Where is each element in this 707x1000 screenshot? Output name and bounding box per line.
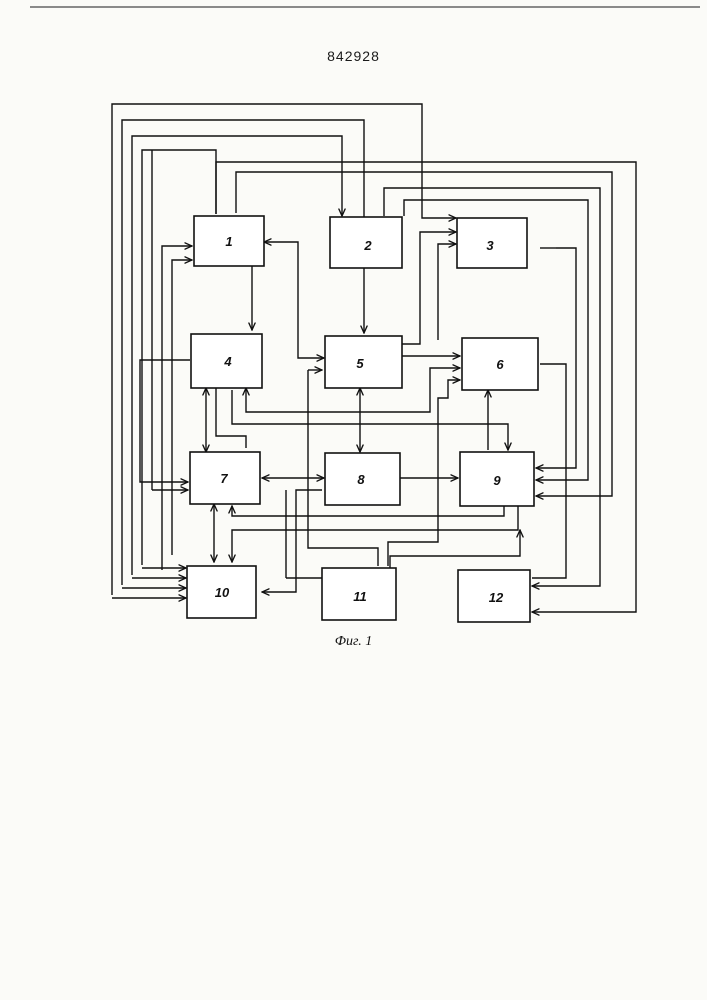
block-label-8: 8 [357,472,365,487]
block-label-10: 10 [215,585,230,600]
figure-caption: Фиг. 1 [0,634,707,650]
block-label-7: 7 [220,471,228,486]
block-label-12: 12 [489,590,504,605]
block-label-6: 6 [496,357,504,372]
block-label-11: 11 [353,589,367,604]
block-label-2: 2 [363,238,372,253]
block-label-4: 4 [223,354,232,369]
block-label-1: 1 [225,234,232,249]
block-label-9: 9 [493,473,501,488]
block-label-3: 3 [486,238,494,253]
block-label-5: 5 [356,356,364,371]
